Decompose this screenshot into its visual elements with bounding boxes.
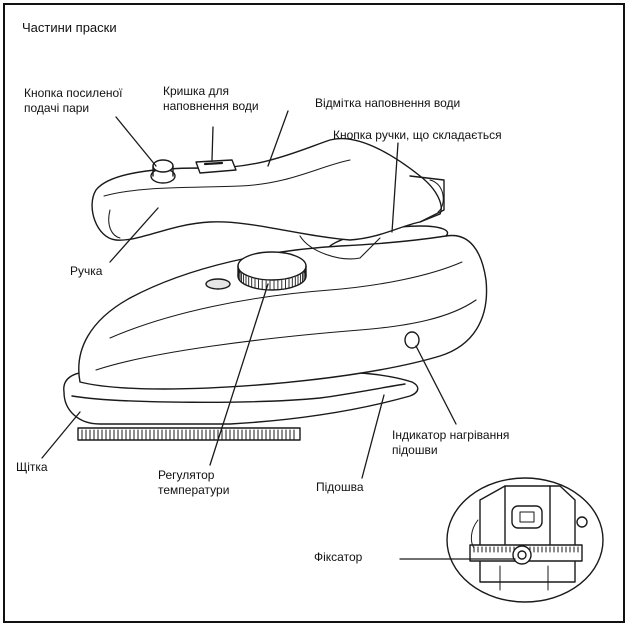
label-handle: Ручка bbox=[70, 264, 103, 278]
label-soleplate: Підошва bbox=[316, 480, 364, 494]
label-water-mark: Відмітка наповнення води bbox=[315, 96, 461, 110]
label-water-cap: Кришка для наповнення води bbox=[163, 84, 259, 113]
lock-inset bbox=[446, 477, 604, 603]
label-brush: Щітка bbox=[16, 460, 48, 474]
label-steam-button: Кнопка посиленої подачі пари bbox=[24, 86, 123, 115]
temperature-dial-part bbox=[237, 251, 307, 291]
diagram-title: Частини праски bbox=[22, 20, 117, 35]
label-lock: Фіксатор bbox=[314, 550, 363, 564]
heat-indicator-part bbox=[404, 331, 420, 349]
label-heat-indicator: Індикатор нагрівання підошви bbox=[392, 428, 510, 457]
body-indent bbox=[205, 278, 231, 290]
label-temp-regulator: Регулятор температури bbox=[158, 468, 230, 497]
water-cap-part bbox=[195, 159, 237, 174]
leader-lines bbox=[41, 110, 516, 560]
steam-button-part bbox=[150, 159, 176, 184]
label-fold-button: Кнопка ручки, що складається bbox=[333, 128, 502, 142]
brush-strip bbox=[77, 427, 301, 441]
